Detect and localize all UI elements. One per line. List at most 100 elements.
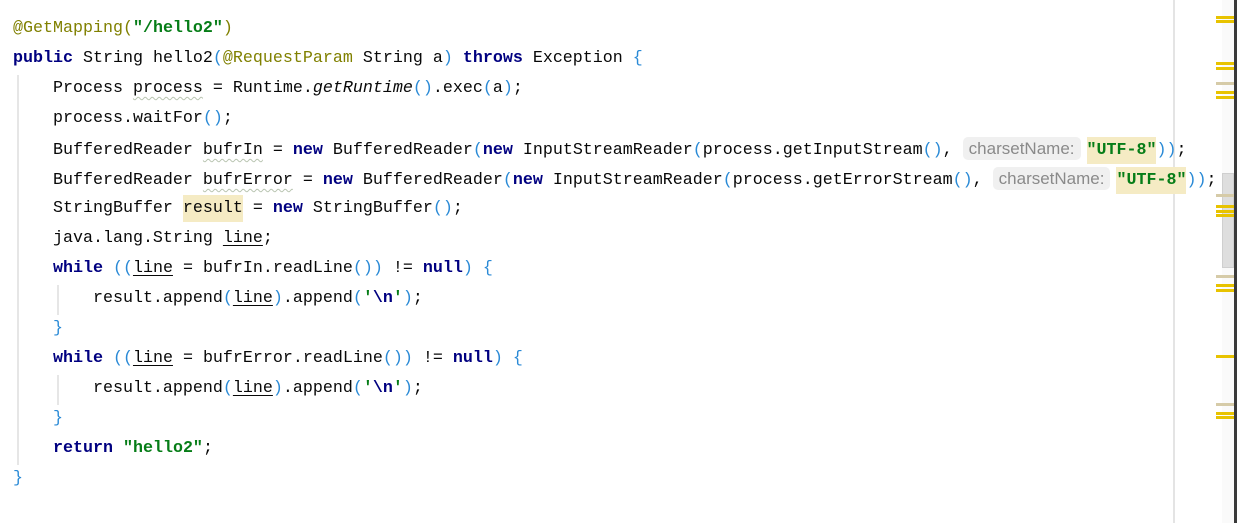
warning-marker[interactable] xyxy=(1216,214,1235,217)
code-token: public xyxy=(13,49,73,68)
code-token: = xyxy=(262,141,293,160)
code-token: ; xyxy=(262,229,273,248)
code-token: "hello2" xyxy=(122,439,203,458)
code-line[interactable]: @GetMapping("/hello2") xyxy=(13,14,233,44)
code-line[interactable]: while ((line = bufrIn.readLine()) != nul… xyxy=(13,254,493,284)
code-token: BufferedReader xyxy=(352,171,503,190)
warning-marker[interactable] xyxy=(1216,412,1235,415)
code-line[interactable]: public String hello2(@RequestParam Strin… xyxy=(13,44,643,74)
code-token: , xyxy=(942,141,963,160)
code-token: Exception xyxy=(522,49,633,68)
code-token: @GetMapping xyxy=(13,19,123,38)
code-token: ( xyxy=(222,289,233,308)
code-token: StringBuffer xyxy=(13,199,183,218)
code-token: throws xyxy=(462,49,523,68)
indent-guide xyxy=(57,375,59,405)
warning-marker[interactable] xyxy=(1216,205,1235,208)
code-token: \n xyxy=(372,289,393,308)
code-token: ()) xyxy=(382,349,413,368)
code-line[interactable]: while ((line = bufrError.readLine()) != … xyxy=(13,344,523,374)
code-token: )) xyxy=(1186,171,1207,190)
code-token: ) xyxy=(272,289,283,308)
code-token: = bufrError.readLine xyxy=(172,349,383,368)
code-line[interactable]: } xyxy=(13,404,63,434)
scrollbar-thumb[interactable] xyxy=(1222,173,1234,268)
parameter-hint: charsetName: xyxy=(962,137,1081,160)
warning-marker[interactable] xyxy=(1216,275,1235,278)
warning-marker[interactable] xyxy=(1216,91,1235,94)
code-token xyxy=(13,439,53,458)
code-token: line xyxy=(132,259,173,278)
code-token: != xyxy=(412,349,453,368)
code-token: process xyxy=(132,79,203,98)
code-token xyxy=(453,49,463,68)
parameter-hint: charsetName: xyxy=(992,167,1111,190)
code-token: { xyxy=(482,259,493,278)
code-token: BufferedReader xyxy=(13,141,203,160)
code-line[interactable]: Process process = Runtime.getRuntime().e… xyxy=(13,74,523,104)
code-token: () xyxy=(922,141,943,160)
code-token: ; xyxy=(202,439,213,458)
code-token: ; xyxy=(412,379,423,398)
code-line[interactable]: return "hello2"; xyxy=(13,434,213,464)
code-line[interactable]: StringBuffer result = new StringBuffer()… xyxy=(13,194,463,224)
code-token: ) xyxy=(272,379,283,398)
code-token: ( xyxy=(502,171,513,190)
code-line[interactable]: BufferedReader bufrIn = new BufferedRead… xyxy=(13,134,1186,164)
indent-guide xyxy=(57,285,59,315)
code-token: = xyxy=(292,171,323,190)
code-token xyxy=(473,259,483,278)
code-token: ; xyxy=(1176,141,1187,160)
code-token: != xyxy=(382,259,423,278)
warning-marker[interactable] xyxy=(1216,210,1235,213)
code-token: ) xyxy=(402,289,413,308)
code-token: result.append xyxy=(13,379,223,398)
code-token: return xyxy=(52,439,113,458)
code-token: InputStreamReader xyxy=(512,141,693,160)
code-line[interactable]: process.waitFor(); xyxy=(13,104,233,134)
code-token: @RequestParam xyxy=(222,49,353,68)
code-token: new xyxy=(292,141,323,160)
warning-marker[interactable] xyxy=(1216,67,1235,70)
code-token: ( xyxy=(482,79,493,98)
warning-marker[interactable] xyxy=(1216,96,1235,99)
warning-marker[interactable] xyxy=(1216,289,1235,292)
warning-marker[interactable] xyxy=(1216,62,1235,65)
code-token: process.getInputStream xyxy=(702,141,923,160)
code-line[interactable]: result.append(line).append('\n'); xyxy=(13,374,423,404)
warning-marker[interactable] xyxy=(1216,416,1235,419)
code-token: ) xyxy=(462,259,473,278)
code-token: ; xyxy=(512,79,523,98)
code-token: ) xyxy=(402,379,413,398)
code-token: = xyxy=(242,199,273,218)
code-token: line xyxy=(132,349,173,368)
code-token: bufrIn xyxy=(202,141,263,160)
code-token: new xyxy=(272,199,303,218)
code-line[interactable]: result.append(line).append('\n'); xyxy=(13,284,423,314)
code-token: \n xyxy=(372,379,393,398)
code-line[interactable]: } xyxy=(13,464,23,494)
code-token: ( xyxy=(212,49,223,68)
code-token xyxy=(13,409,53,428)
code-token: new xyxy=(482,141,513,160)
code-token: getRuntime xyxy=(312,79,413,98)
code-line[interactable]: BufferedReader bufrError = new BufferedR… xyxy=(13,164,1216,194)
code-token: .exec xyxy=(432,79,483,98)
code-token: String hello2 xyxy=(72,49,213,68)
warning-marker[interactable] xyxy=(1216,403,1235,406)
warning-marker[interactable] xyxy=(1216,284,1235,287)
code-line[interactable]: java.lang.String line; xyxy=(13,224,273,254)
warning-marker[interactable] xyxy=(1216,194,1235,197)
warning-marker[interactable] xyxy=(1216,16,1235,19)
code-token xyxy=(13,349,53,368)
warning-marker[interactable] xyxy=(1216,20,1235,23)
warning-marker[interactable] xyxy=(1216,82,1235,85)
code-token: new xyxy=(512,171,543,190)
code-token: String a xyxy=(352,49,443,68)
warning-marker[interactable] xyxy=(1216,355,1235,358)
code-token: process.waitFor xyxy=(13,109,203,128)
code-line[interactable]: } xyxy=(13,314,63,344)
code-token: = Runtime. xyxy=(202,79,313,98)
code-token: ( xyxy=(352,379,363,398)
